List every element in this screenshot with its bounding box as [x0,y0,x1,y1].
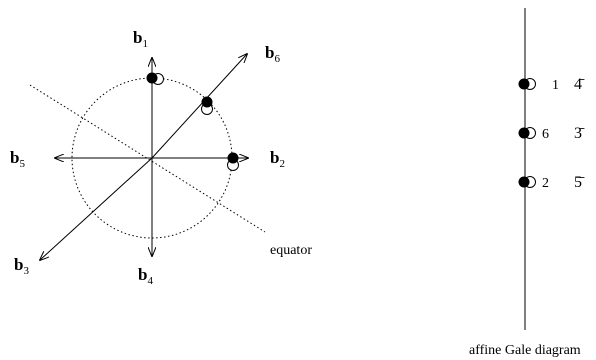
gale-index-1: 1 [552,78,559,93]
label-b4: b4 [138,265,153,287]
gale-point-6: 6 3̄ [518,125,585,142]
affine-gale-diagram: 1 4̄ 6 3̄ 2 5̄ affine Gale diagram [469,8,585,358]
gale-point-1: 1 4̄ [518,76,585,93]
vector-b6-arrow [151,54,247,159]
point-b2 [227,152,239,171]
vector-configuration: b1 b6 b5 b2 b3 b4 equator [10,28,312,287]
label-b2: b2 [270,148,285,170]
label-b5: b5 [10,148,25,170]
gale-index-2: 2 [542,176,549,191]
label-b6: b6 [265,43,280,65]
label-b3: b3 [14,255,29,277]
point-b6 [201,96,213,115]
gale-point-2: 2 5̄ [518,174,585,191]
point-b1 [146,72,164,85]
gale-complement-1: 4̄ [574,76,585,93]
gale-complement-6: 3̄ [574,125,585,142]
gale-caption: affine Gale diagram [469,343,581,358]
vector-b3-arrow [40,157,153,260]
label-b1: b1 [133,28,148,50]
gale-complement-2: 5̄ [574,174,585,191]
gale-index-6: 6 [542,127,549,142]
equator-label: equator [270,243,312,258]
